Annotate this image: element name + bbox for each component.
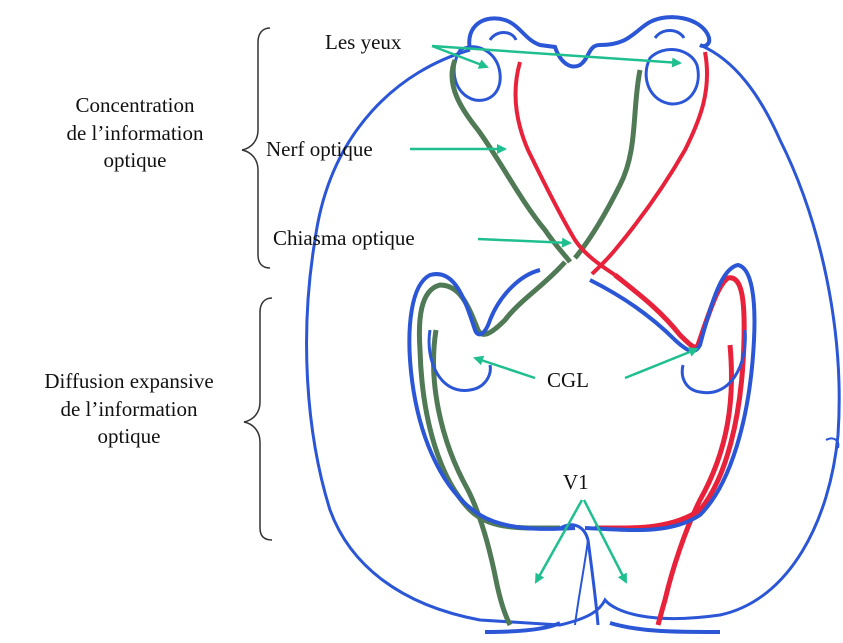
occipital-base-right (610, 623, 720, 632)
inner-hook-right (682, 330, 745, 393)
group-concentration-line3: optique (30, 147, 240, 175)
label-cgl: CGL (547, 368, 589, 392)
group-diffusion: Diffusion expansive de l’information opt… (4, 368, 254, 451)
occipital-fissure (560, 525, 598, 625)
group-concentration-line1: Concentration (30, 92, 240, 120)
group-diffusion-line1: Diffusion expansive (4, 368, 254, 396)
left-eye-wall (454, 47, 500, 100)
occipital-fissure-2 (575, 540, 588, 625)
right-pathway-red-tract (595, 275, 744, 528)
arrow-cgl-left (475, 358, 535, 378)
arrow-v1-right (584, 500, 626, 582)
label-v1: V1 (563, 470, 589, 494)
arrow-cgl-right (625, 349, 697, 378)
group-diffusion-line3: optique (4, 423, 254, 451)
eye-left-cup (490, 33, 516, 41)
left-pathway-green-tract (419, 262, 565, 528)
arrow-chiasm (478, 239, 570, 243)
label-optic-nerve: Nerf optique (266, 137, 373, 161)
eyes-region-outline (469, 17, 709, 66)
arrow-v1-left (536, 500, 582, 582)
group-concentration: Concentration de l’information optique (30, 92, 240, 175)
group-concentration-line2: de l’information (30, 120, 240, 148)
eye-right-cup (655, 31, 684, 39)
group-diffusion-line2: de l’information (4, 396, 254, 424)
label-eyes: Les yeux (325, 30, 401, 54)
right-eye-wall (646, 50, 698, 104)
label-chiasm: Chiasma optique (273, 226, 415, 250)
left-pathway-green-optic (452, 60, 570, 262)
brain-outline (307, 45, 840, 625)
